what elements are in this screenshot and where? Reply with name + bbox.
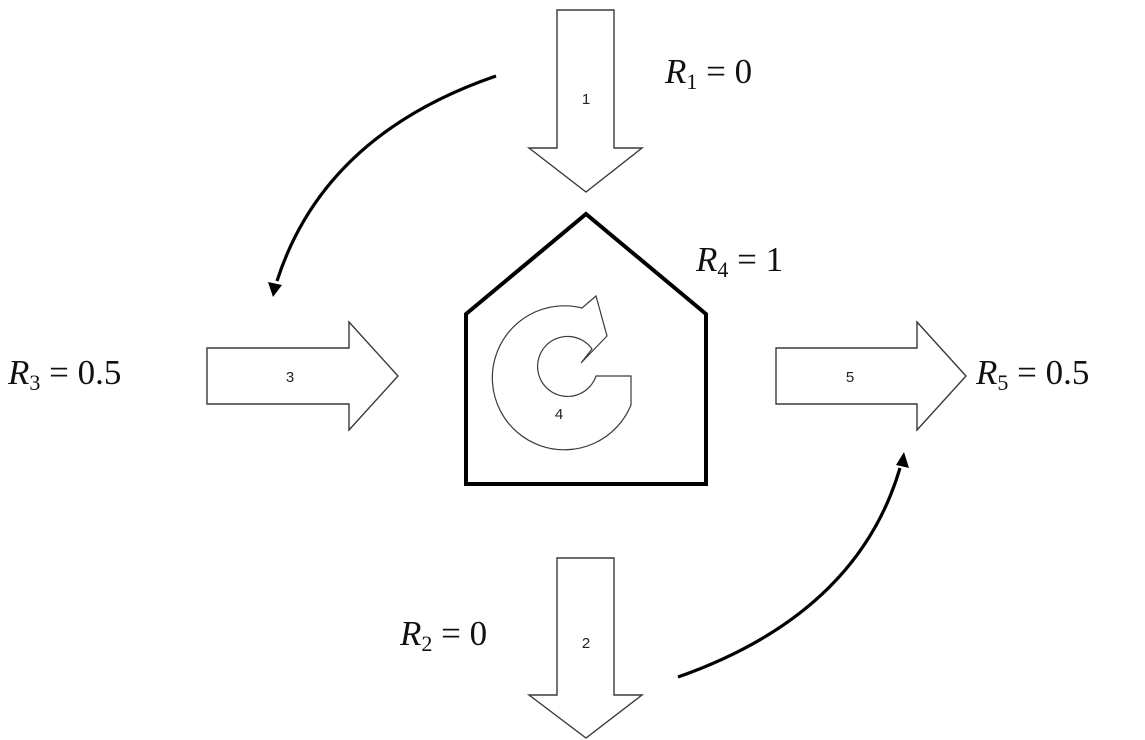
arrow-3-number: 3: [286, 369, 294, 386]
arrow-1-number: 1: [582, 91, 590, 108]
arrow-3: 3: [206, 320, 399, 432]
house-outline: [464, 211, 708, 486]
curved-arrow-bottom-right: [677, 452, 909, 679]
cycle-arrow-4: 4: [491, 294, 632, 451]
label-r3: R3 = 0.5: [8, 353, 122, 395]
arrow-2: 2: [526, 557, 645, 739]
arrow-1: 1: [526, 9, 645, 193]
curved-arrow-top-left: [268, 74, 497, 297]
label-r5: R5 = 0.5: [976, 353, 1090, 395]
label-r4: R4 = 1: [696, 240, 784, 282]
label-r2: R2 = 0: [400, 614, 488, 656]
arrow-5: 5: [775, 320, 967, 432]
label-r1: R1 = 0: [665, 52, 753, 94]
arrow-5-number: 5: [846, 369, 854, 386]
cycle-arrow-number: 4: [555, 406, 563, 423]
arrow-2-number: 2: [582, 635, 590, 652]
